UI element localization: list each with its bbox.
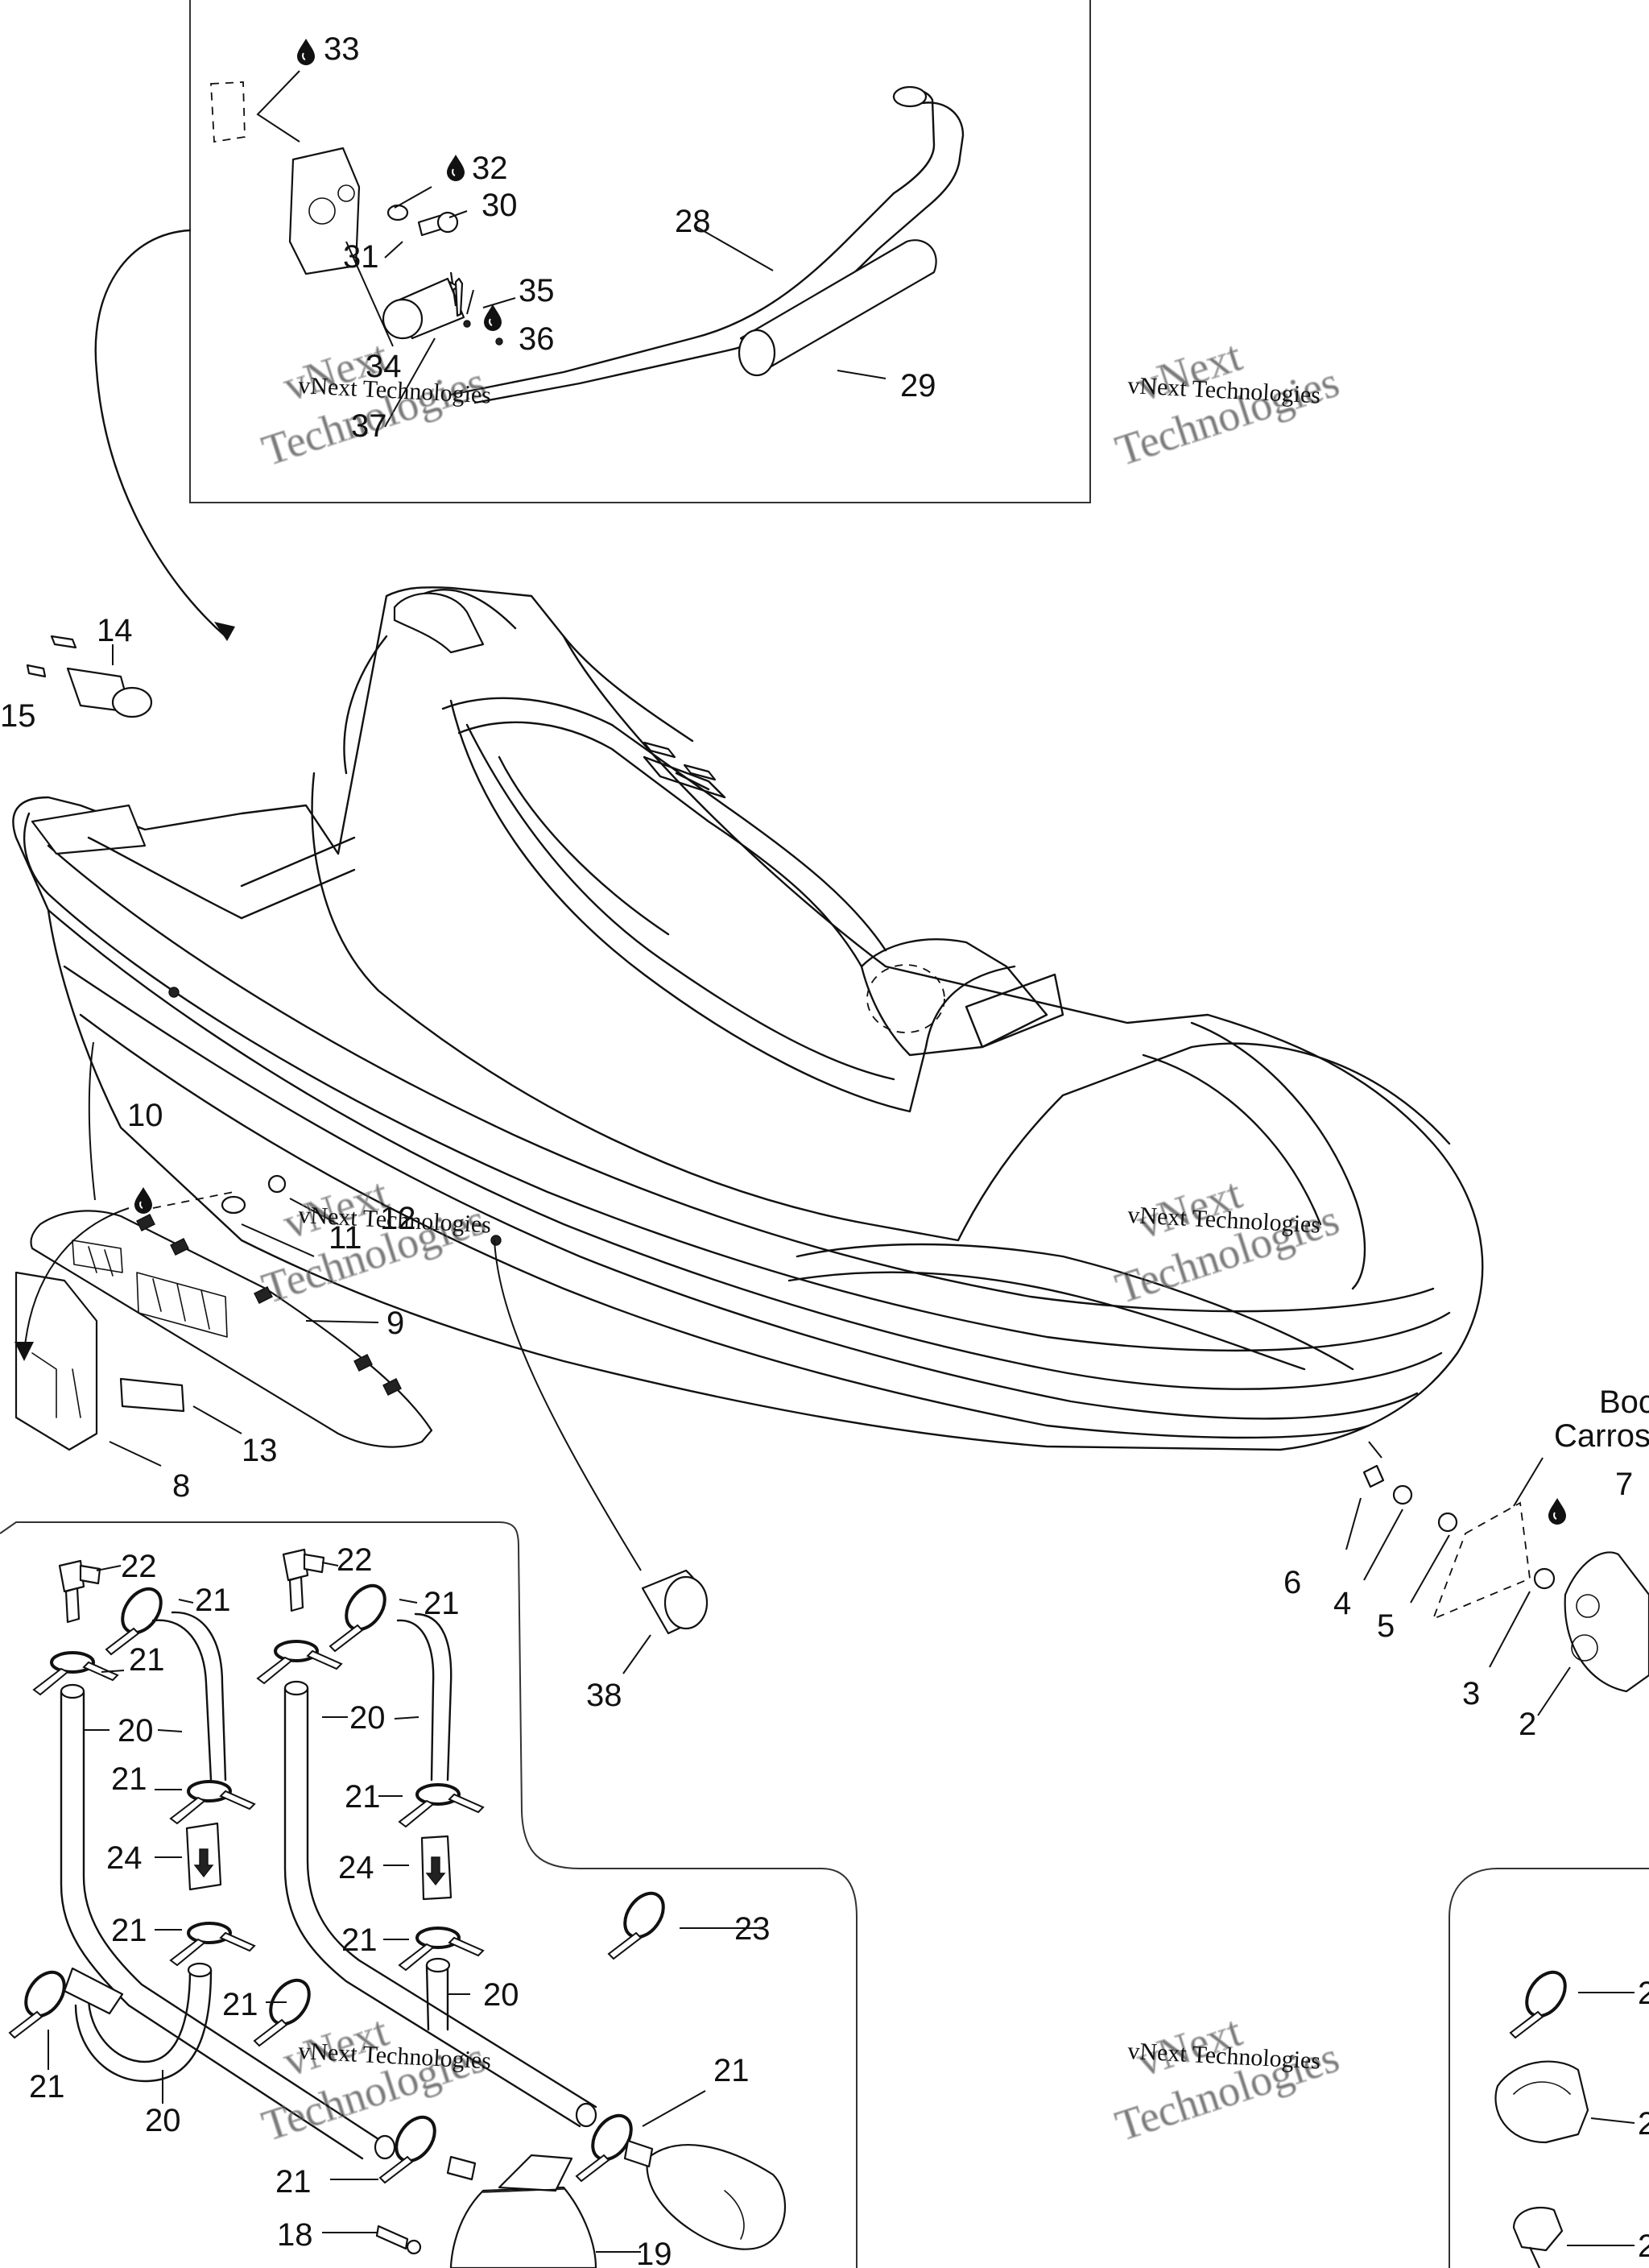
- callout-21: 21: [111, 1913, 147, 1948]
- hull-body: [12, 586, 1484, 1451]
- callout-3: 3: [1462, 1676, 1480, 1711]
- drop-icon: [483, 304, 502, 332]
- callout-31: 31: [343, 239, 379, 275]
- callout-21: 21: [713, 2053, 750, 2088]
- reference-arrow: [94, 229, 227, 638]
- callout-21: 21: [341, 1922, 378, 1958]
- callout-28: 28: [675, 204, 711, 239]
- callout-33: 33: [324, 31, 360, 67]
- callout-32: 32: [472, 151, 508, 186]
- callout-15: 15: [0, 698, 36, 734]
- callout-2x: 2: [1638, 1976, 1649, 2011]
- callout-21: 21: [129, 1642, 165, 1678]
- callout-21: 21: [424, 1586, 460, 1621]
- callout-7: 7: [1615, 1467, 1633, 1502]
- inset-handle-assembly: [189, 0, 1091, 503]
- callout-34: 34: [366, 349, 402, 384]
- callout-8: 8: [172, 1468, 190, 1504]
- callout-24: 24: [338, 1850, 374, 1885]
- callout-37: 37: [351, 408, 387, 444]
- callout-29: 29: [900, 368, 936, 404]
- callout-20: 20: [483, 1977, 519, 2013]
- callout-35: 35: [519, 273, 555, 308]
- callout-30: 30: [481, 188, 518, 223]
- drop-icon: [446, 154, 465, 182]
- callout-24: 24: [106, 1840, 143, 1876]
- inset-right-lower: [1449, 1868, 1649, 2268]
- callout-12: 12: [380, 1201, 416, 1236]
- callout-5: 5: [1377, 1608, 1395, 1644]
- callout-2: 2: [1519, 1707, 1536, 1742]
- drain-plug-assembly: [26, 635, 153, 718]
- callout-10: 10: [127, 1098, 163, 1133]
- part-38: [494, 1240, 709, 1674]
- callout-18: 18: [277, 2217, 313, 2253]
- callout-36: 36: [519, 321, 555, 357]
- callout-19: 19: [636, 2237, 672, 2268]
- callout-13: 13: [242, 1433, 278, 1468]
- callout-21: 21: [29, 2069, 65, 2105]
- callout-20: 20: [145, 2103, 181, 2138]
- callout-9: 9: [386, 1306, 404, 1341]
- callout-11: 11: [329, 1220, 362, 1256]
- drop-icon: [296, 38, 316, 66]
- callout-20: 20: [118, 1713, 154, 1749]
- callout-14: 14: [97, 613, 133, 648]
- callout-6: 6: [1283, 1565, 1301, 1600]
- callout-2x: 2: [1638, 2106, 1649, 2142]
- callout-21: 21: [222, 1987, 258, 2022]
- callout-labels: 33 32 30 31 28 35 36 34 37 29 14 15 10 1…: [0, 31, 1649, 2268]
- callout-20: 20: [349, 1700, 386, 1736]
- callout-38: 38: [586, 1678, 622, 1713]
- callout-21: 21: [111, 1761, 147, 1797]
- callout-22: 22: [121, 1549, 157, 1584]
- callout-4: 4: [1333, 1586, 1351, 1621]
- inset-hose-assembly: [0, 1521, 858, 2268]
- callout-21: 21: [345, 1779, 381, 1815]
- body-label-en: Boc: [1599, 1384, 1649, 1420]
- callout-22: 22: [337, 1542, 373, 1578]
- callout-21: 21: [195, 1583, 231, 1618]
- mirror-assembly: [1345, 1441, 1649, 1716]
- drop-icon: [1548, 1497, 1567, 1525]
- callout-2x: 2: [1638, 2229, 1649, 2264]
- callout-23: 23: [734, 1911, 771, 1947]
- drop-icon: [134, 1186, 153, 1215]
- intake-grate-assembly: [14, 1041, 433, 1467]
- body-label-fr: Carros: [1554, 1418, 1649, 1454]
- callout-21: 21: [275, 2164, 312, 2200]
